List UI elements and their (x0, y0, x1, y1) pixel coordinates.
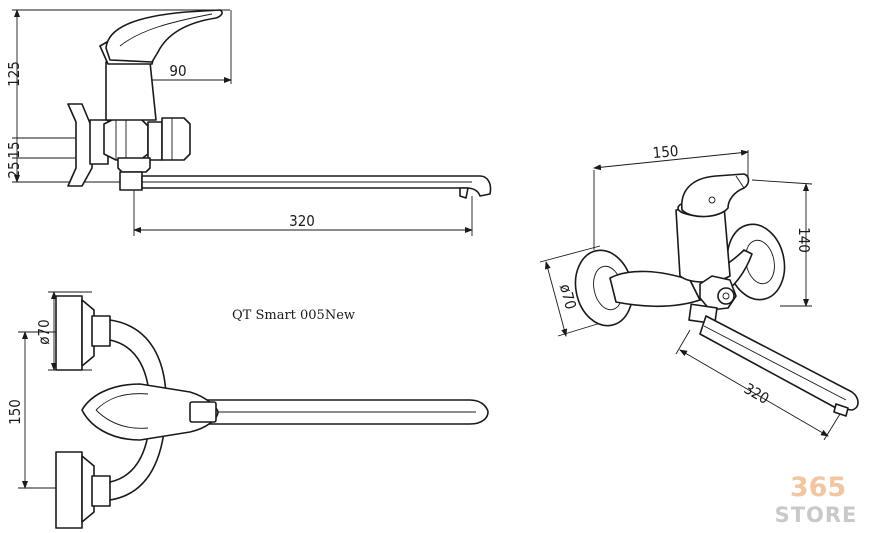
dim-handle-reach-90: 90 (169, 62, 186, 80)
dim-center-150: 150 (6, 399, 24, 425)
logo-number: 365 (790, 472, 846, 503)
dim-spout-320: 320 (289, 212, 315, 230)
dim-height-125: 125 (5, 61, 23, 87)
isometric-view: 150 140 ø70 320 (539, 142, 859, 441)
side-view: 125 15 25 90 320 (5, 9, 492, 236)
dim-offset-15: 15 (5, 141, 23, 158)
top-view: 150 ø70 (6, 291, 489, 529)
dim-iso-width-150: 150 (652, 142, 679, 162)
dim-iso-height-140: 140 (795, 227, 813, 253)
store-logo: 365 STORE (775, 472, 858, 527)
dim-offset-25: 25 (5, 161, 23, 178)
dim-iso-spout-320: 320 (741, 379, 772, 407)
model-title: QT Smart 005New (232, 308, 355, 323)
logo-word: STORE (775, 503, 858, 527)
dim-flange-70: ø70 (35, 319, 53, 344)
dim-iso-flange-70: ø70 (556, 282, 580, 311)
